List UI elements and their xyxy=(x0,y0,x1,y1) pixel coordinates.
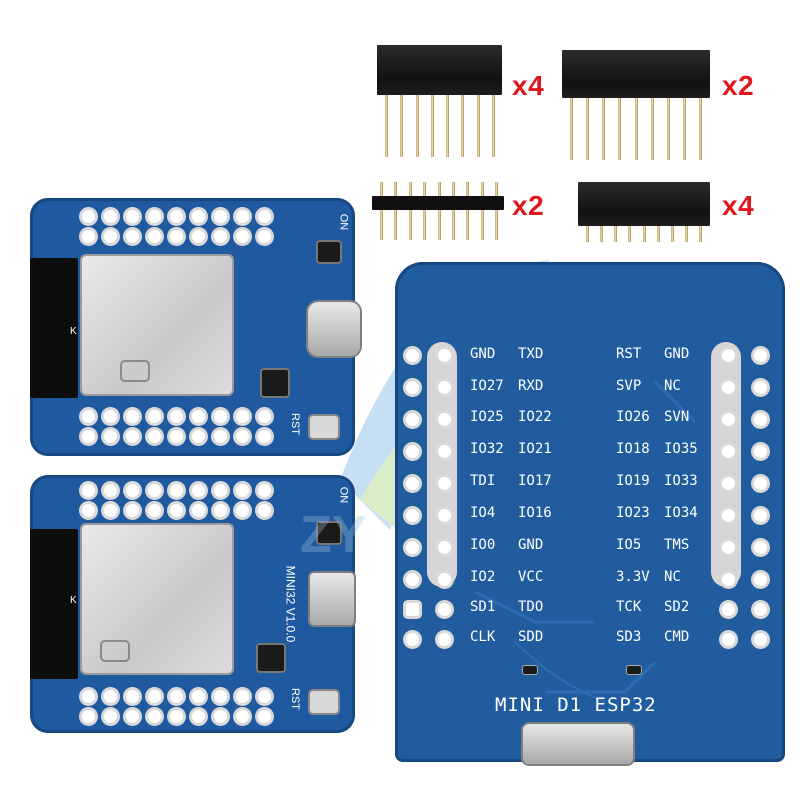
quantity-label-long-b: x2 xyxy=(722,70,755,101)
wifi-logo-icon xyxy=(120,360,150,382)
pin-label: CMD xyxy=(664,629,690,645)
smd-component xyxy=(523,666,537,674)
pin-label: SVP xyxy=(616,378,642,394)
smd-component xyxy=(627,666,641,674)
pin-label: SDD xyxy=(518,629,544,645)
wifi-logo-icon xyxy=(100,640,130,662)
pin-label: SD1 xyxy=(470,599,496,615)
pin-label: IO22 xyxy=(518,409,552,425)
pin-label: NC xyxy=(664,569,681,585)
pin-label: TMS xyxy=(664,537,690,553)
pin-label: 3.3V xyxy=(616,569,650,585)
pin-label: IO23 xyxy=(616,505,650,521)
pin-label: IO17 xyxy=(518,473,552,489)
quantity-label-male: x2 xyxy=(512,190,545,221)
pin-label: TDI xyxy=(470,473,496,489)
pin-label: IO5 xyxy=(616,537,642,553)
usb-c-port[interactable] xyxy=(308,302,360,356)
rst-label-bottom: RST xyxy=(289,688,301,710)
usb-port-back[interactable] xyxy=(523,724,633,764)
pin-label: IO19 xyxy=(616,473,650,489)
pin-label: GND xyxy=(470,346,496,362)
esp32-module-bottom: K xyxy=(70,525,232,673)
pin-label: CLK xyxy=(470,629,496,645)
pin-label: IO25 xyxy=(470,409,504,425)
antenna-area xyxy=(30,258,78,398)
esp32-module: K xyxy=(70,256,232,394)
pin-label: SVN xyxy=(664,409,690,425)
pin-label: IO16 xyxy=(518,505,552,521)
pin-label: TXD xyxy=(518,346,544,362)
pin-label: IO4 xyxy=(470,505,496,521)
watermark-text: ZY xyxy=(300,506,367,564)
pin-label: IO27 xyxy=(470,378,504,394)
on-label: ON xyxy=(337,213,350,231)
pin-label: IO2 xyxy=(470,569,496,585)
pin-label: GND xyxy=(518,537,544,553)
pin-label: VCC xyxy=(518,569,544,585)
pin-label: IO35 xyxy=(664,441,698,457)
rst-label: RST xyxy=(289,413,301,435)
version-label: MINI32 V1.0.0 xyxy=(283,565,298,643)
module-mark: K xyxy=(70,326,77,337)
pin-label: GND xyxy=(664,346,690,362)
quantity-label-short: x4 xyxy=(722,190,755,221)
pin-label: SD2 xyxy=(664,599,690,615)
pin-label: IO32 xyxy=(470,441,504,457)
reset-button-bottom[interactable] xyxy=(310,691,338,713)
micro-usb-port[interactable] xyxy=(310,573,354,625)
on-label-bottom: ON xyxy=(337,486,350,504)
pin-label: IO21 xyxy=(518,441,552,457)
pin-label: SD3 xyxy=(616,629,642,645)
pcb-traces xyxy=(474,380,697,703)
pin-label: TDO xyxy=(518,599,544,615)
board-title: MINI D1 ESP32 xyxy=(495,694,657,716)
reset-button[interactable] xyxy=(310,416,338,438)
usb-uart-chip xyxy=(262,370,288,396)
usb-uart-chip-bottom xyxy=(258,645,284,671)
regulator-chip xyxy=(318,242,340,262)
pin-label: IO18 xyxy=(616,441,650,457)
pin-label: NC xyxy=(664,378,681,394)
module-mark-bottom: K xyxy=(70,595,77,606)
pin-label: RXD xyxy=(518,378,544,394)
antenna-area-bottom xyxy=(30,529,78,679)
quantity-label-long-a: x4 xyxy=(512,70,545,101)
regulator-chip-bottom xyxy=(318,523,340,543)
pin-label: TCK xyxy=(616,599,642,615)
pin-label: RST xyxy=(616,346,642,362)
pin-label: IO33 xyxy=(664,473,698,489)
board-back-pinout: MINI D1 ESP32 xyxy=(395,262,785,764)
pin-label: IO26 xyxy=(616,409,650,425)
pin-label: IO34 xyxy=(664,505,698,521)
pin-label: IO0 xyxy=(470,537,496,553)
